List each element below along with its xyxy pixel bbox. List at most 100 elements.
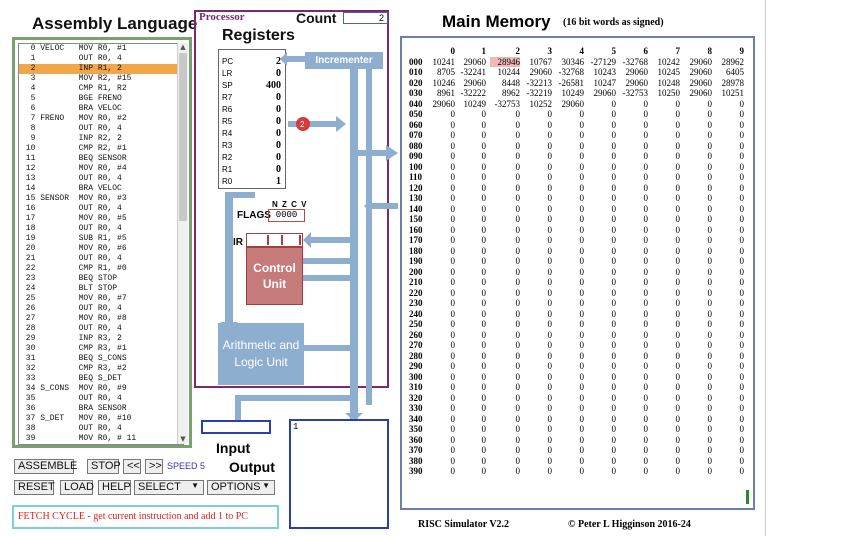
assemble-button[interactable]: ASSEMBLE: [14, 459, 77, 474]
memory-cell[interactable]: 0: [481, 308, 487, 319]
memory-cell[interactable]: 0: [643, 350, 649, 361]
memory-cell[interactable]: 29060: [625, 67, 649, 77]
memory-cell[interactable]: 0: [547, 119, 553, 130]
memory-cell[interactable]: 0: [739, 371, 745, 382]
code-line[interactable]: 24 BLT STOP: [21, 284, 118, 293]
memory-cell[interactable]: 10252: [529, 98, 553, 109]
memory-cell[interactable]: 0: [611, 182, 617, 193]
memory-cell[interactable]: 0: [450, 298, 456, 308]
memory-cell[interactable]: 0: [579, 403, 585, 413]
memory-cell[interactable]: 0: [450, 119, 456, 130]
memory-cell[interactable]: 0: [643, 287, 649, 298]
memory-cell[interactable]: 0: [643, 413, 649, 424]
memory-cell[interactable]: 10250: [657, 88, 681, 98]
memory-cell[interactable]: 0: [547, 392, 553, 403]
code-line[interactable]: 27 MOV R0, #8: [21, 314, 127, 323]
memory-cell[interactable]: 0: [579, 203, 585, 214]
memory-cell[interactable]: 10242: [657, 56, 681, 67]
memory-cell[interactable]: 0: [515, 287, 521, 298]
memory-cell[interactable]: 0: [707, 161, 713, 172]
memory-cell[interactable]: 0: [481, 445, 487, 455]
memory-cell[interactable]: 0: [707, 140, 713, 151]
memory-cell[interactable]: 0: [739, 266, 745, 277]
memory-cell[interactable]: 0: [579, 214, 585, 224]
memory-cell[interactable]: 0: [547, 319, 553, 329]
memory-cell[interactable]: 0: [643, 266, 649, 277]
memory-cell[interactable]: 0: [739, 151, 745, 161]
memory-cell[interactable]: 0: [450, 371, 456, 382]
memory-cell[interactable]: 0: [707, 203, 713, 214]
scroll-up-icon[interactable]: ▲: [180, 43, 186, 51]
memory-cell[interactable]: 0: [450, 329, 456, 340]
memory-cell[interactable]: 0: [643, 340, 649, 350]
memory-cell[interactable]: 0: [547, 403, 553, 413]
memory-cell[interactable]: 0: [547, 424, 553, 434]
memory-cell[interactable]: 0: [739, 403, 745, 413]
memory-cell[interactable]: 0: [675, 182, 681, 193]
memory-cell[interactable]: 0: [739, 361, 745, 371]
memory-cell[interactable]: 0: [675, 361, 681, 371]
memory-cell[interactable]: 0: [739, 308, 745, 319]
code-line[interactable]: 0 VELOC MOV R0, #1: [21, 44, 127, 53]
memory-cell[interactable]: 10243: [593, 67, 617, 77]
memory-cell[interactable]: 0: [675, 193, 681, 203]
code-line[interactable]: 37 S_DET MOV R0, #10: [21, 414, 132, 423]
memory-cell[interactable]: 0: [643, 214, 649, 224]
memory-cell[interactable]: 0: [675, 98, 681, 109]
memory-cell[interactable]: 0: [515, 130, 521, 140]
memory-cell[interactable]: 0: [515, 214, 521, 224]
memory-cell[interactable]: 10245: [657, 67, 681, 77]
memory-cell[interactable]: 0: [707, 319, 713, 329]
memory-cell[interactable]: 0: [739, 172, 745, 182]
memory-cell[interactable]: 0: [547, 413, 553, 424]
memory-cell[interactable]: -32753: [494, 98, 521, 109]
memory-cell[interactable]: 0: [481, 140, 487, 151]
memory-cell[interactable]: 0: [611, 403, 617, 413]
memory-cell[interactable]: 0: [450, 308, 456, 319]
memory-cell[interactable]: 0: [643, 466, 649, 476]
memory-cell[interactable]: 0: [450, 203, 456, 214]
memory-cell[interactable]: 0: [739, 445, 745, 455]
memory-cell[interactable]: 0: [675, 224, 681, 235]
memory-cell[interactable]: 0: [611, 361, 617, 371]
memory-cell[interactable]: 0: [579, 182, 585, 193]
memory-cell[interactable]: 0: [707, 455, 713, 466]
memory-cell[interactable]: 0: [450, 245, 456, 256]
memory-cell[interactable]: 0: [707, 371, 713, 382]
memory-cell[interactable]: 0: [739, 224, 745, 235]
memory-cell[interactable]: 0: [547, 130, 553, 140]
memory-cell[interactable]: 0: [450, 434, 456, 445]
memory-cell[interactable]: 29060: [463, 77, 487, 88]
memory-cell[interactable]: 0: [707, 403, 713, 413]
memory-cell[interactable]: 0: [515, 203, 521, 214]
memory-cell[interactable]: 0: [675, 203, 681, 214]
memory-cell[interactable]: 0: [579, 298, 585, 308]
memory-cell[interactable]: 29060: [689, 56, 713, 67]
memory-cell[interactable]: 0: [481, 424, 487, 434]
memory-cell[interactable]: 0: [675, 319, 681, 329]
memory-cell[interactable]: 0: [547, 382, 553, 392]
memory-cell[interactable]: 0: [579, 340, 585, 350]
memory-cell[interactable]: 0: [450, 350, 456, 361]
memory-cell[interactable]: 0: [450, 403, 456, 413]
memory-cell[interactable]: 0: [547, 434, 553, 445]
memory-cell[interactable]: 0: [611, 172, 617, 182]
memory-cell[interactable]: 0: [707, 308, 713, 319]
memory-cell[interactable]: 0: [611, 235, 617, 245]
memory-cell[interactable]: 0: [739, 340, 745, 350]
scroll-thumb[interactable]: [179, 53, 187, 221]
memory-cell[interactable]: 8962: [502, 88, 520, 98]
code-line[interactable]: 34 S_CONS MOV R0, #9: [21, 384, 127, 393]
memory-cell[interactable]: 0: [675, 329, 681, 340]
memory-cell[interactable]: 0: [547, 298, 553, 308]
memory-cell[interactable]: 0: [739, 193, 745, 203]
memory-cell[interactable]: 29060: [689, 67, 713, 77]
memory-cell[interactable]: 0: [675, 466, 681, 476]
memory-cell[interactable]: 0: [675, 161, 681, 172]
memory-cell[interactable]: 0: [481, 319, 487, 329]
memory-cell[interactable]: 10246: [432, 77, 456, 88]
memory-cell[interactable]: 0: [739, 182, 745, 193]
memory-cell[interactable]: 0: [611, 371, 617, 382]
code-line[interactable]: 28 OUT R0, 4: [21, 324, 122, 333]
memory-cell[interactable]: 0: [611, 193, 617, 203]
